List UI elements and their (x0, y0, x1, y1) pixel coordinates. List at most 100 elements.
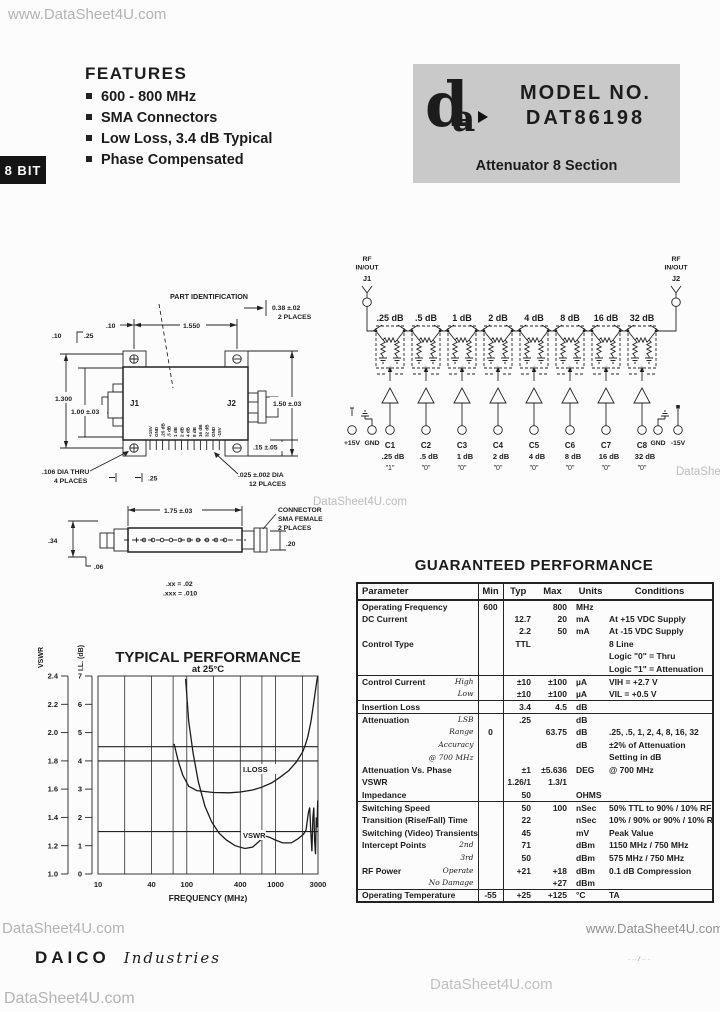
column-header: Parameter (357, 583, 479, 601)
dim-label: 1.550 (183, 323, 200, 330)
feature-item-label: 600 - 800 MHz (101, 89, 197, 105)
cell-units: dB (572, 712, 607, 726)
j2-label: J2 (227, 399, 236, 408)
cell-min (478, 662, 504, 676)
cell-units: DEG (576, 764, 595, 775)
cell-units (572, 776, 607, 789)
ground-icon (487, 356, 495, 364)
model-subtitle: Attenuator 8 Section (475, 158, 618, 174)
resistor-icon (490, 336, 506, 344)
logo-letter-a: a (452, 98, 476, 140)
pin-label: +15V (148, 425, 153, 437)
cell-max (536, 852, 572, 865)
control-label: C7 (601, 441, 612, 450)
cell-parameter: Control Type (357, 637, 479, 651)
cell-min (478, 650, 504, 663)
feature-item: Phase Compensated (86, 152, 272, 173)
cell-typ (503, 739, 536, 752)
cell-cond (607, 877, 713, 890)
dim-label: 1.00 ±.03 (71, 409, 100, 416)
dim-label: .20 (286, 541, 296, 548)
brand-logo: DAICO Industries (35, 948, 221, 968)
fine-print: · ·· / ·· · (628, 956, 651, 963)
cell-typ: TTL (515, 638, 531, 649)
bullet-icon (86, 156, 92, 162)
cell-typ (503, 751, 536, 764)
ground-icon (451, 356, 459, 364)
cell-typ: 1.26/1 (507, 777, 531, 788)
cell-typ: 50 (503, 801, 536, 815)
supply-terminals-right: GND -15V (650, 405, 686, 447)
dim-label: .25 (84, 333, 94, 340)
mech-drawing: J1 J2 PART IDENTIFICATION 0.38 ±.02 2 PL… (42, 292, 314, 488)
cell-units (572, 663, 607, 676)
switch-icon (588, 324, 624, 332)
cell-parameter: Switching (Video) Transients (357, 826, 479, 840)
pin-label: 32 dB (205, 424, 210, 437)
dim-label: 0.38 ±.02 (272, 305, 301, 312)
cell-max (536, 751, 572, 764)
column-header: Max (536, 583, 572, 601)
cell-max (536, 789, 572, 802)
cell-parameter: VSWR (357, 776, 479, 789)
control-terminal (529, 425, 539, 435)
ground-icon (559, 356, 567, 364)
terminal-label: -15V (671, 440, 686, 447)
cell-cond: .25, .5, 1, 2, 4, 8, 16, 32 (609, 726, 699, 737)
column-header: Min (478, 583, 504, 601)
x-axis-title: FREQUENCY (MHz) (169, 893, 248, 903)
cell-cond: ±2% of Attenuation (609, 739, 686, 750)
logic-state-label: "0" (638, 465, 647, 472)
cell-typ (503, 726, 536, 739)
cell-min (478, 788, 504, 802)
control-db-label: 16 dB (599, 452, 620, 461)
cell-units: dBm (576, 840, 595, 851)
feature-item: SMA Connectors (86, 110, 272, 131)
resistor-icon (379, 339, 387, 357)
cell-cond (607, 776, 713, 789)
terminal-label: GND (650, 440, 665, 447)
cell-parameter (357, 662, 479, 676)
column-header: Conditions (607, 583, 713, 601)
series-vswr (184, 678, 319, 855)
section-db-label: 32 dB (630, 313, 655, 323)
j2-label: J2 (672, 274, 680, 283)
cell-units: mV (576, 827, 590, 838)
resistor-icon (501, 339, 509, 357)
resistor-icon (631, 339, 639, 357)
driver-icon (633, 387, 651, 404)
cell-typ: 50 (521, 852, 531, 863)
control-db-label: .25 dB (382, 452, 405, 461)
control-terminal (493, 425, 503, 435)
logic-state-label: "1" (386, 465, 395, 472)
cell-cond: @ 700 MHz (609, 764, 654, 775)
cell-units (572, 751, 607, 764)
cell-max (536, 739, 572, 752)
y-tick-label: 2 (78, 813, 82, 822)
y-tick-label: 1.2 (48, 841, 58, 850)
driver-icon (561, 387, 579, 404)
logic-state-label: "0" (530, 465, 539, 472)
cell-min: 600 (478, 600, 504, 613)
cell-parameter: @ 700 MHz (357, 751, 479, 764)
control-label: C1 (385, 441, 396, 450)
control-db-label: .5 dB (420, 452, 439, 461)
cell-typ: 12.7 (514, 613, 531, 624)
brand-sub: Industries (123, 949, 221, 967)
ground-icon (415, 356, 423, 364)
cell-min (478, 688, 504, 701)
pin-label: 1 dB (173, 426, 178, 437)
watermark-mid-right: DataSheet4U.com (676, 466, 720, 478)
